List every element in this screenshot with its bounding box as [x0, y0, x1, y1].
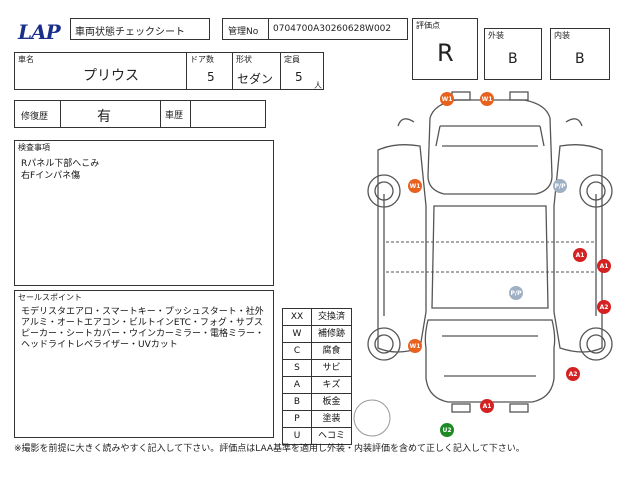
inspection-box: 検査事項 Rパネル下部へこみ 右Fインパネ傷 — [14, 140, 274, 286]
legend-code: S — [283, 360, 312, 376]
legend-code: U — [283, 428, 312, 444]
marker-u2-rear-bumper: U2 — [440, 423, 454, 437]
inspection-label: 検査事項 — [18, 143, 50, 152]
svg-text:A1: A1 — [576, 252, 585, 259]
marker-a1-rear: A1 — [480, 399, 494, 413]
doors-label: ドア数 — [190, 55, 214, 64]
legend-code: A — [283, 377, 312, 393]
spare-tire-icon — [353, 399, 391, 437]
sheet-title: 車両状態チェックシート — [75, 27, 185, 38]
legend-row: C 腐食 — [283, 343, 351, 360]
legend-desc: ヘコミ — [317, 431, 345, 441]
capacity-unit: 人 — [314, 81, 322, 90]
car-name-value: プリウス — [83, 68, 139, 84]
sales-text: モデリスタエアロ・スマートキー・プッシュスタート・社外アルミ・オートエアコン・ビ… — [21, 307, 265, 350]
repair-label: 修復歴 — [21, 112, 49, 122]
rating-box: 評価点 R — [412, 18, 478, 80]
marker-w1-left-rear: W1 — [408, 339, 422, 353]
marker-pp-roof: P/P — [509, 286, 523, 300]
history-label: 車歴 — [165, 111, 184, 121]
legend-row: W 補修跡 — [283, 326, 351, 343]
legend-code: B — [283, 394, 312, 410]
svg-text:A1: A1 — [600, 263, 609, 270]
legend-desc: キズ — [322, 380, 341, 390]
sales-label: セールスポイント — [18, 293, 82, 302]
svg-text:W1: W1 — [482, 96, 493, 103]
marker-a1-right-door: A1 — [573, 248, 587, 262]
svg-text:A2: A2 — [569, 371, 578, 378]
svg-text:W1: W1 — [442, 96, 453, 103]
marker-a2-rear-quarter: A2 — [566, 367, 580, 381]
shape-value: セダン — [237, 72, 274, 86]
legend-code: XX — [283, 309, 312, 325]
marker-w1-front-right: W1 — [480, 92, 494, 106]
svg-text:W1: W1 — [410, 343, 421, 350]
legend-row: A キズ — [283, 377, 351, 394]
legend-desc: 腐食 — [322, 346, 341, 356]
interior-label: 内装 — [554, 31, 570, 40]
svg-text:A2: A2 — [600, 304, 609, 311]
exterior-label: 外装 — [488, 31, 504, 40]
interior-box: 内装 B — [550, 28, 610, 80]
legend-desc: 補修跡 — [317, 329, 345, 339]
svg-text:P/P: P/P — [555, 183, 567, 190]
mgmt-box: 管理No 0704700A30260628W002 — [222, 18, 408, 40]
mgmt-value: 0704700A30260628W002 — [273, 24, 392, 34]
legend-code: P — [283, 411, 312, 427]
doors-value: 5 — [207, 70, 215, 84]
lap-logo: LAP — [18, 20, 61, 44]
legend-row: U ヘコミ — [283, 428, 351, 444]
damage-legend: XX 交換済 W 補修跡 C 腐食 S サビ A キズ B 板金 P 塗装 U ヘコミ — [282, 308, 352, 445]
marker-w1-front-left: W1 — [440, 92, 454, 106]
sales-box: セールスポイント モデリスタエアロ・スマートキー・プッシュスタート・社外アルミ・… — [14, 290, 274, 438]
legend-code: C — [283, 343, 312, 359]
marker-w1-left-side: W1 — [408, 179, 422, 193]
svg-text:P/P: P/P — [511, 290, 523, 297]
mgmt-label: 管理No — [228, 27, 259, 37]
footer-note: ※撮影を前提に大きく読みやすく記入して下さい。評価点はLAA基準を適用し外装・内… — [14, 444, 525, 454]
legend-row: S サビ — [283, 360, 351, 377]
car-name-label: 車名 — [18, 55, 34, 64]
capacity-label: 定員 — [284, 55, 300, 64]
sheet-title-box: 車両状態チェックシート — [70, 18, 210, 40]
legend-row: XX 交換済 — [283, 309, 351, 326]
marker-a1-right-edge: A1 — [597, 259, 611, 273]
svg-text:W1: W1 — [410, 183, 421, 190]
svg-text:U2: U2 — [442, 427, 451, 434]
exterior-value: B — [508, 51, 518, 67]
rating-label: 評価点 — [416, 21, 440, 30]
marker-pp-right-side: P/P — [553, 179, 567, 193]
legend-desc: サビ — [322, 363, 341, 373]
rating-value: R — [437, 39, 454, 67]
legend-row: B 板金 — [283, 394, 351, 411]
repair-row: 修復歴 有 車歴 — [14, 100, 266, 128]
vehicle-row: 車名 プリウス ドア数 5 形状 セダン 定員 5 人 — [14, 52, 324, 90]
interior-value: B — [575, 51, 585, 67]
legend-code: W — [283, 326, 312, 342]
legend-desc: 板金 — [322, 397, 341, 407]
legend-desc: 交換済 — [317, 312, 345, 322]
exterior-box: 外装 B — [484, 28, 542, 80]
legend-desc: 塗装 — [322, 414, 341, 424]
inspection-text: Rパネル下部へこみ 右Fインパネ傷 — [21, 159, 100, 181]
shape-label: 形状 — [236, 55, 252, 64]
capacity-value: 5 — [295, 70, 303, 84]
legend-row: P 塗装 — [283, 411, 351, 428]
svg-text:A1: A1 — [483, 403, 492, 410]
marker-a2-right-rear: A2 — [597, 300, 611, 314]
repair-value: 有 — [97, 109, 111, 125]
